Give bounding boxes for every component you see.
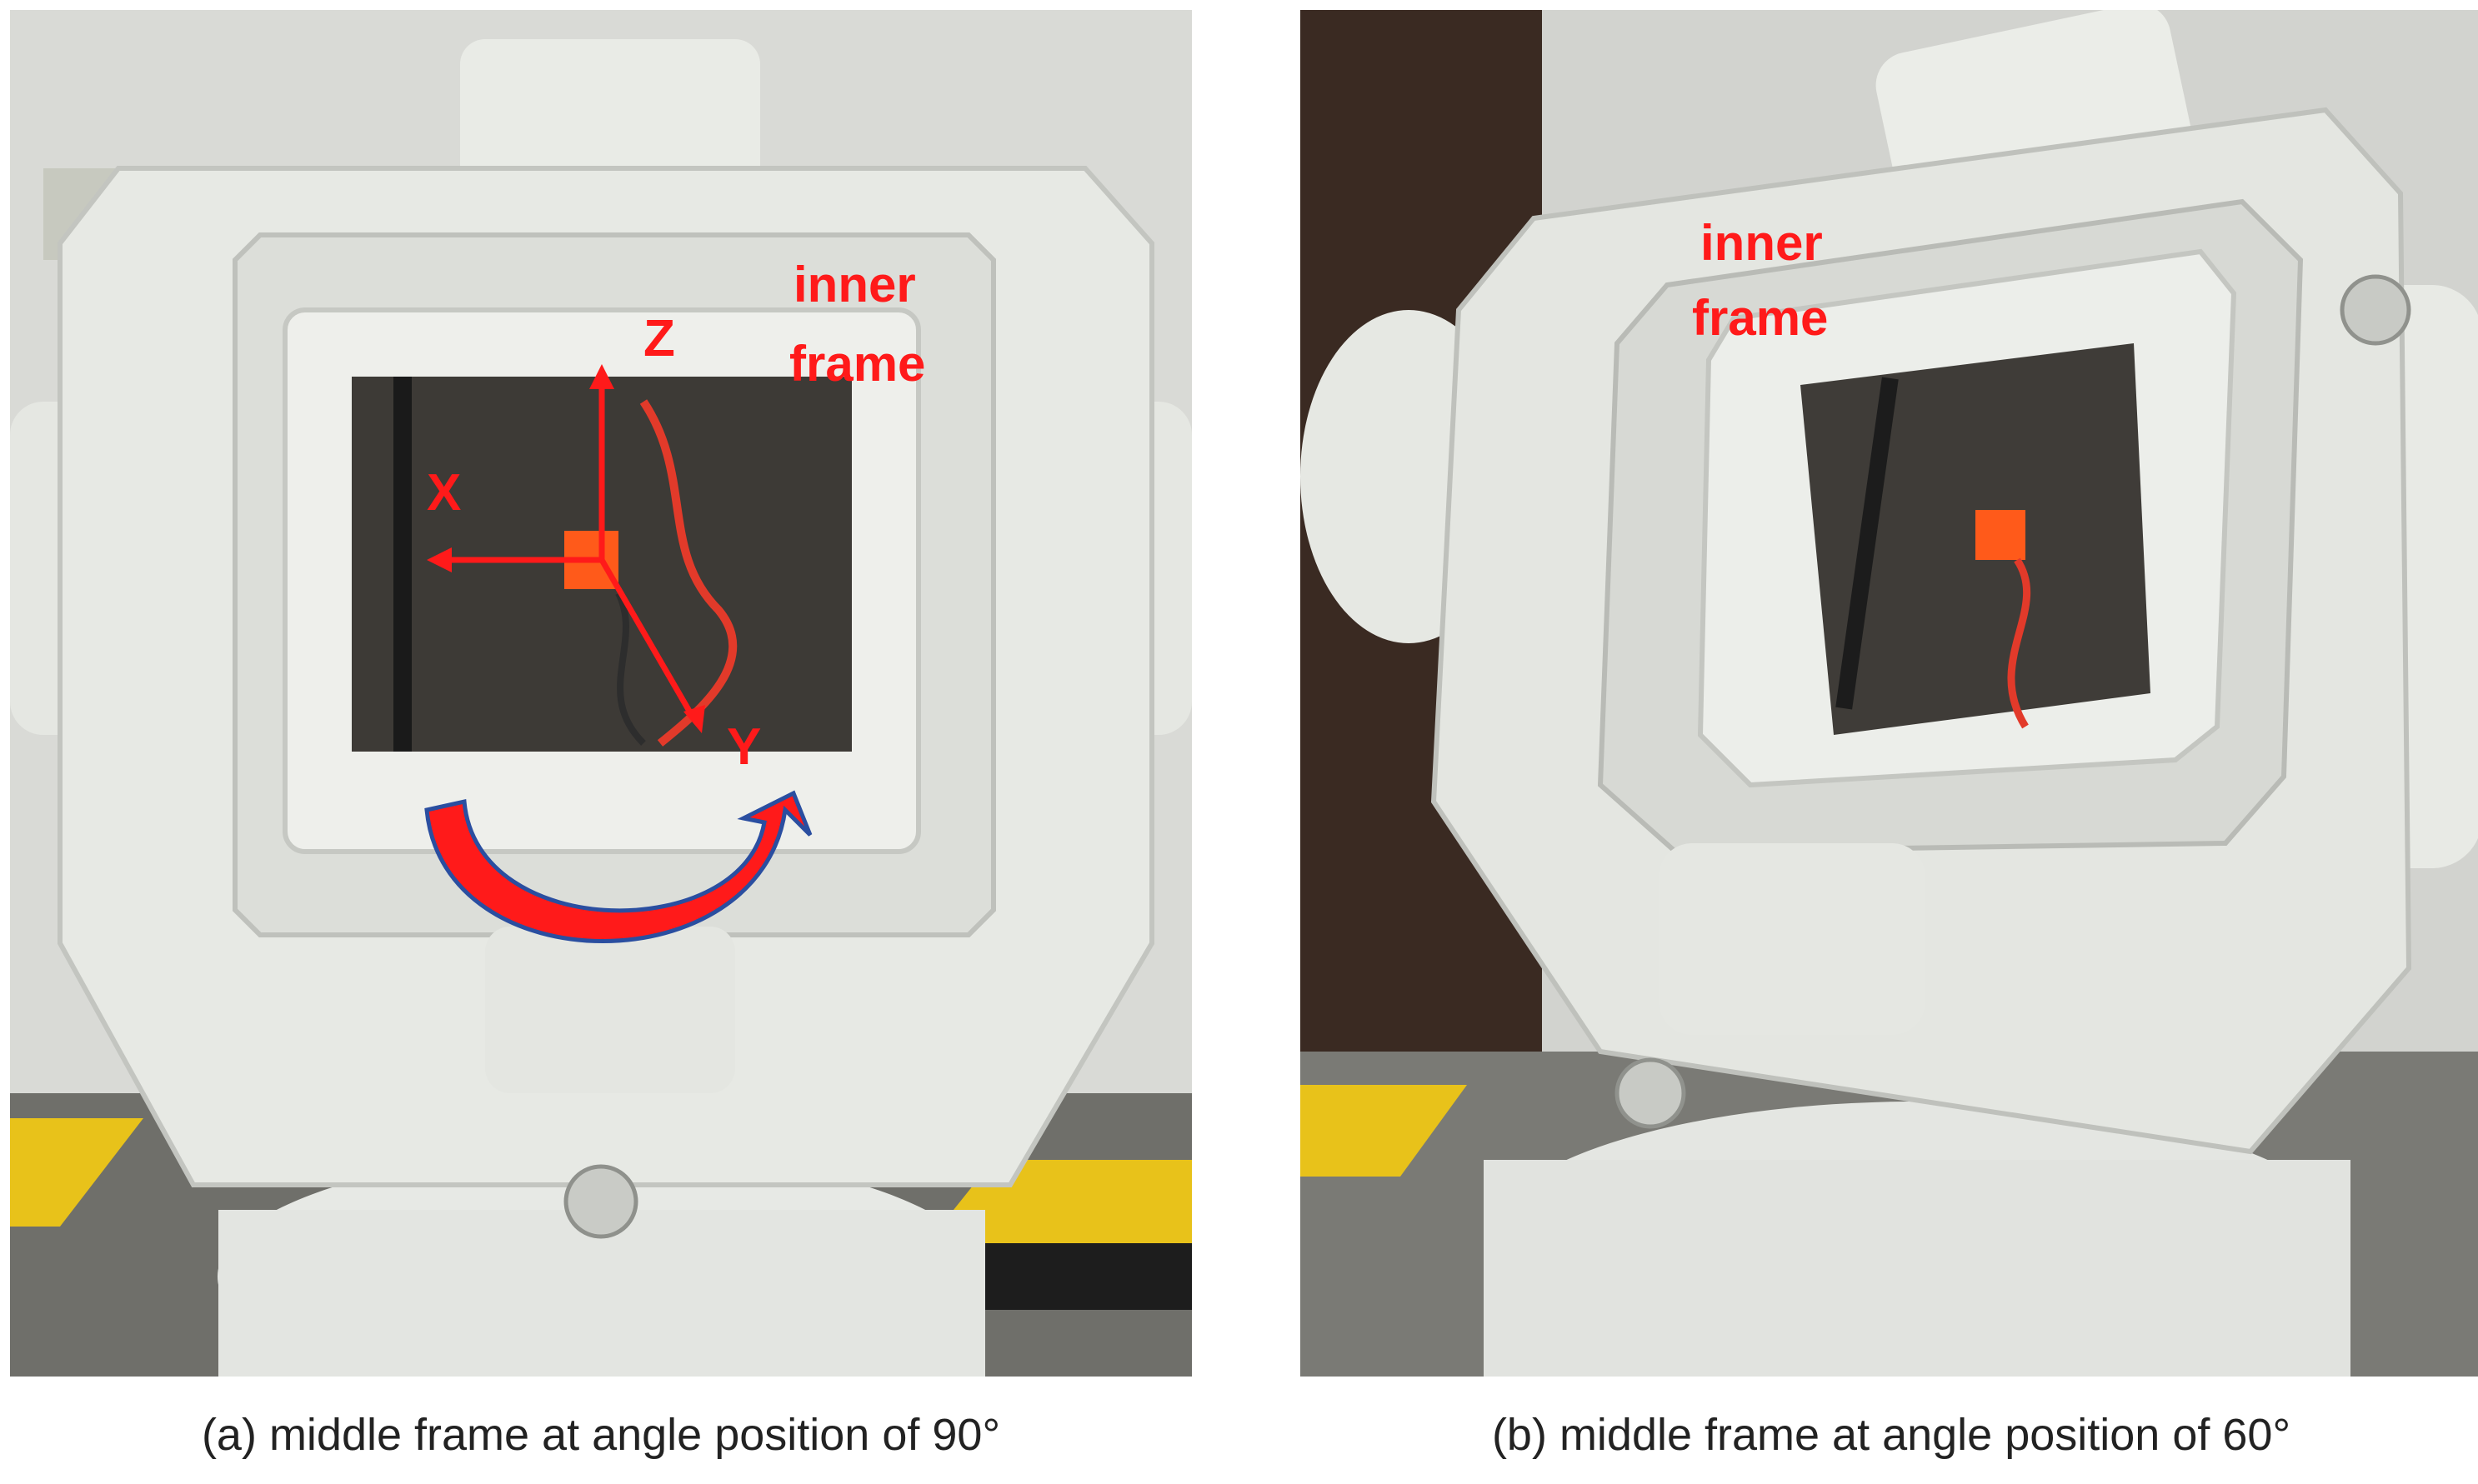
floor-stripe-yellow xyxy=(1300,1085,1467,1177)
y-axis-arrow xyxy=(598,558,697,720)
wire-bundle xyxy=(2007,557,2031,729)
z-axis-arrowhead xyxy=(589,364,614,389)
photo-panel-a: Z X Y inner frame xyxy=(10,10,1192,1377)
axis-x-label: X xyxy=(427,464,461,522)
photo-b-illustration: inner frame xyxy=(1300,10,2478,1377)
bottom-cylinder xyxy=(485,927,735,1093)
photo-panel-b: inner frame xyxy=(1300,10,2478,1377)
axis-y-label: Y xyxy=(727,718,761,776)
black-cable xyxy=(615,592,646,746)
caption-panel-b: (b) middle frame at angle position of 60… xyxy=(1491,1410,2291,1460)
inner-frame-label-line2: frame xyxy=(1692,290,1828,346)
photo-a-illustration: Z X Y inner frame xyxy=(10,10,1192,1377)
turntable-base-body xyxy=(1484,1160,2350,1377)
plate-strip xyxy=(1835,377,1899,710)
bottom-cylinder xyxy=(1659,843,1925,1035)
y-axis-arrowhead xyxy=(683,705,705,733)
orange-sensor xyxy=(1975,510,2025,560)
caption-panel-a: (a) middle frame at angle position of 90… xyxy=(201,1410,1001,1460)
base-knob xyxy=(563,1164,638,1239)
axis-z-label: Z xyxy=(643,310,675,367)
rotation-arrow xyxy=(424,790,813,943)
floor-stripe-yellow xyxy=(10,1118,143,1227)
inner-frame-label-line2: frame xyxy=(789,336,925,392)
x-axis-arrowhead xyxy=(427,547,452,572)
side-knob xyxy=(2340,274,2411,346)
wire-bundle xyxy=(639,399,738,747)
base-knob xyxy=(1614,1057,1686,1129)
inner-frame-label-line1: inner xyxy=(793,257,916,312)
inner-frame-label-line1: inner xyxy=(1700,215,1823,271)
plate-strip xyxy=(393,377,412,752)
